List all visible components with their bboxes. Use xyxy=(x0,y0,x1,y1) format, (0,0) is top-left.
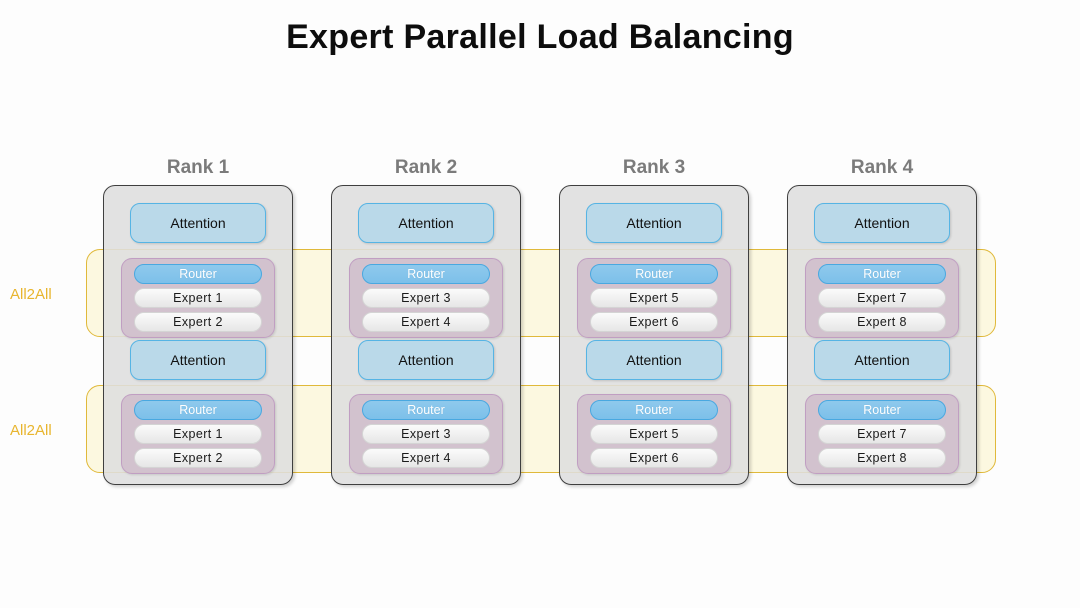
attention-block[interactable]: Attention xyxy=(814,203,950,243)
rank-label-2: Rank 2 xyxy=(394,157,458,178)
router-pill[interactable]: Router xyxy=(818,400,946,420)
router-pill[interactable]: Router xyxy=(590,264,718,284)
expert-pill[interactable]: Expert 6 xyxy=(590,312,718,332)
expert-pill[interactable]: Expert 5 xyxy=(590,288,718,308)
expert-pill[interactable]: Expert 6 xyxy=(590,448,718,468)
rank-label-3: Rank 3 xyxy=(622,157,686,178)
page-title: Expert Parallel Load Balancing xyxy=(286,18,794,56)
expert-pill[interactable]: Expert 7 xyxy=(818,288,946,308)
router-pill[interactable]: Router xyxy=(134,400,262,420)
expert-pill[interactable]: Expert 1 xyxy=(134,288,262,308)
all2all-label: All2All xyxy=(10,286,52,303)
attention-block[interactable]: Attention xyxy=(586,203,722,243)
router-pill[interactable]: Router xyxy=(134,264,262,284)
expert-pill[interactable]: Expert 1 xyxy=(134,424,262,444)
expert-pill[interactable]: Expert 4 xyxy=(362,448,490,468)
expert-pill[interactable]: Expert 2 xyxy=(134,448,262,468)
attention-block[interactable]: Attention xyxy=(586,340,722,380)
expert-pill[interactable]: Expert 8 xyxy=(818,312,946,332)
rank-label-4: Rank 4 xyxy=(850,157,914,178)
attention-block[interactable]: Attention xyxy=(814,340,950,380)
router-pill[interactable]: Router xyxy=(590,400,718,420)
router-pill[interactable]: Router xyxy=(362,400,490,420)
expert-pill[interactable]: Expert 2 xyxy=(134,312,262,332)
attention-block[interactable]: Attention xyxy=(130,203,266,243)
attention-block[interactable]: Attention xyxy=(358,203,494,243)
router-pill[interactable]: Router xyxy=(818,264,946,284)
router-pill[interactable]: Router xyxy=(362,264,490,284)
attention-block[interactable]: Attention xyxy=(358,340,494,380)
all2all-label: All2All xyxy=(10,422,52,439)
expert-pill[interactable]: Expert 3 xyxy=(362,424,490,444)
expert-pill[interactable]: Expert 7 xyxy=(818,424,946,444)
expert-pill[interactable]: Expert 8 xyxy=(818,448,946,468)
rank-label-1: Rank 1 xyxy=(166,157,230,178)
expert-pill[interactable]: Expert 3 xyxy=(362,288,490,308)
attention-block[interactable]: Attention xyxy=(130,340,266,380)
expert-pill[interactable]: Expert 4 xyxy=(362,312,490,332)
expert-pill[interactable]: Expert 5 xyxy=(590,424,718,444)
